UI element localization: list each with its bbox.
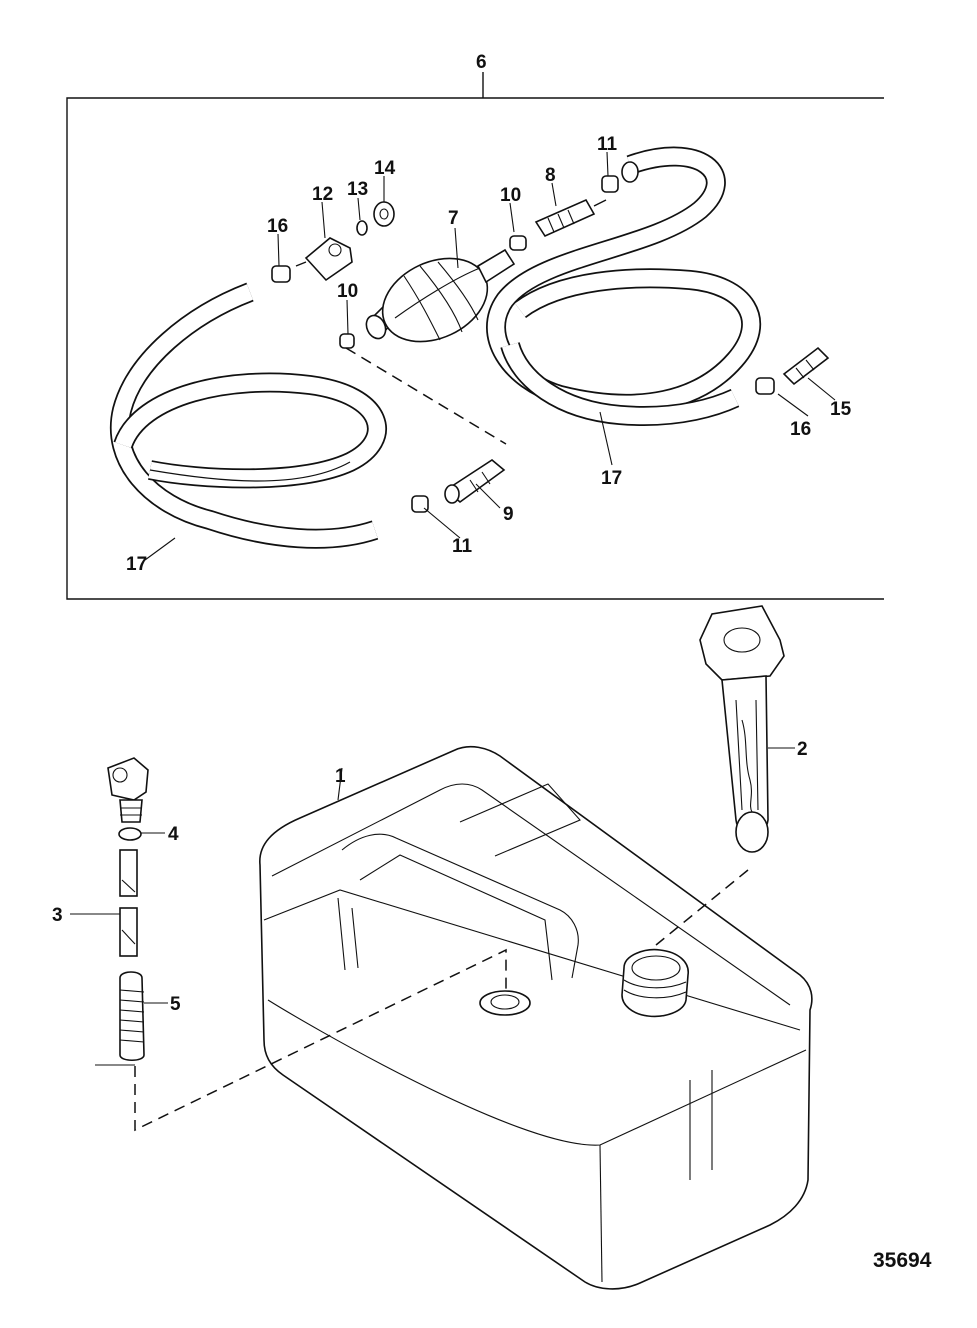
hose-clamp-11-upper [601,175,619,193]
callout-8: 8 [545,165,556,186]
pickup-tube-assembly [107,757,149,1062]
fuel-hose-left [109,282,387,549]
fuel-hose-right [486,146,762,426]
callout-4: 4 [168,824,179,845]
washer-14 [373,201,395,227]
assembly-dashed-lines [134,869,749,1132]
callout-13: 13 [347,179,368,200]
connector-12 [295,237,353,282]
leader-lines [70,151,836,1066]
callout-16: 16 [267,216,288,237]
callout-10: 10 [500,185,521,206]
hose-clamp-10-upper [509,235,527,251]
connector-9 [444,459,506,504]
callout-2: 2 [797,739,808,760]
hose-clamp-16-left [271,265,291,283]
hose-end-upper [621,161,639,183]
callout-11: 11 [597,134,618,155]
hose-clamp-10-lower [339,333,355,349]
callout-5: 5 [170,994,181,1015]
connector-15 [782,346,830,386]
kit-dashed-leader [345,347,507,445]
connector-8 [534,198,607,238]
callout-3: 3 [52,905,63,926]
primer-bulb [365,248,516,343]
callout-11: 11 [452,536,473,557]
hose-clamp-16-right [755,377,775,395]
callout-9: 9 [503,504,514,525]
fuel-gauge [699,605,785,853]
callout-14: 14 [374,158,396,179]
fuel-tank [259,745,813,1290]
callout-10: 10 [337,281,358,302]
callout-16: 16 [790,419,811,440]
callout-17: 17 [126,554,147,575]
callout-1: 1 [335,766,346,787]
o-ring-13 [356,220,368,236]
fuel-line-kit-box [66,72,884,600]
callout-15: 15 [830,399,852,420]
callout-17: 17 [601,468,622,489]
callouts: 6 11 8 14 13 12 10 7 16 10 15 16 17 9 11… [52,52,932,1272]
callout-12: 12 [312,184,333,205]
figure-number: 35694 [873,1249,932,1272]
callout-6: 6 [476,52,487,73]
callout-7: 7 [448,208,459,229]
